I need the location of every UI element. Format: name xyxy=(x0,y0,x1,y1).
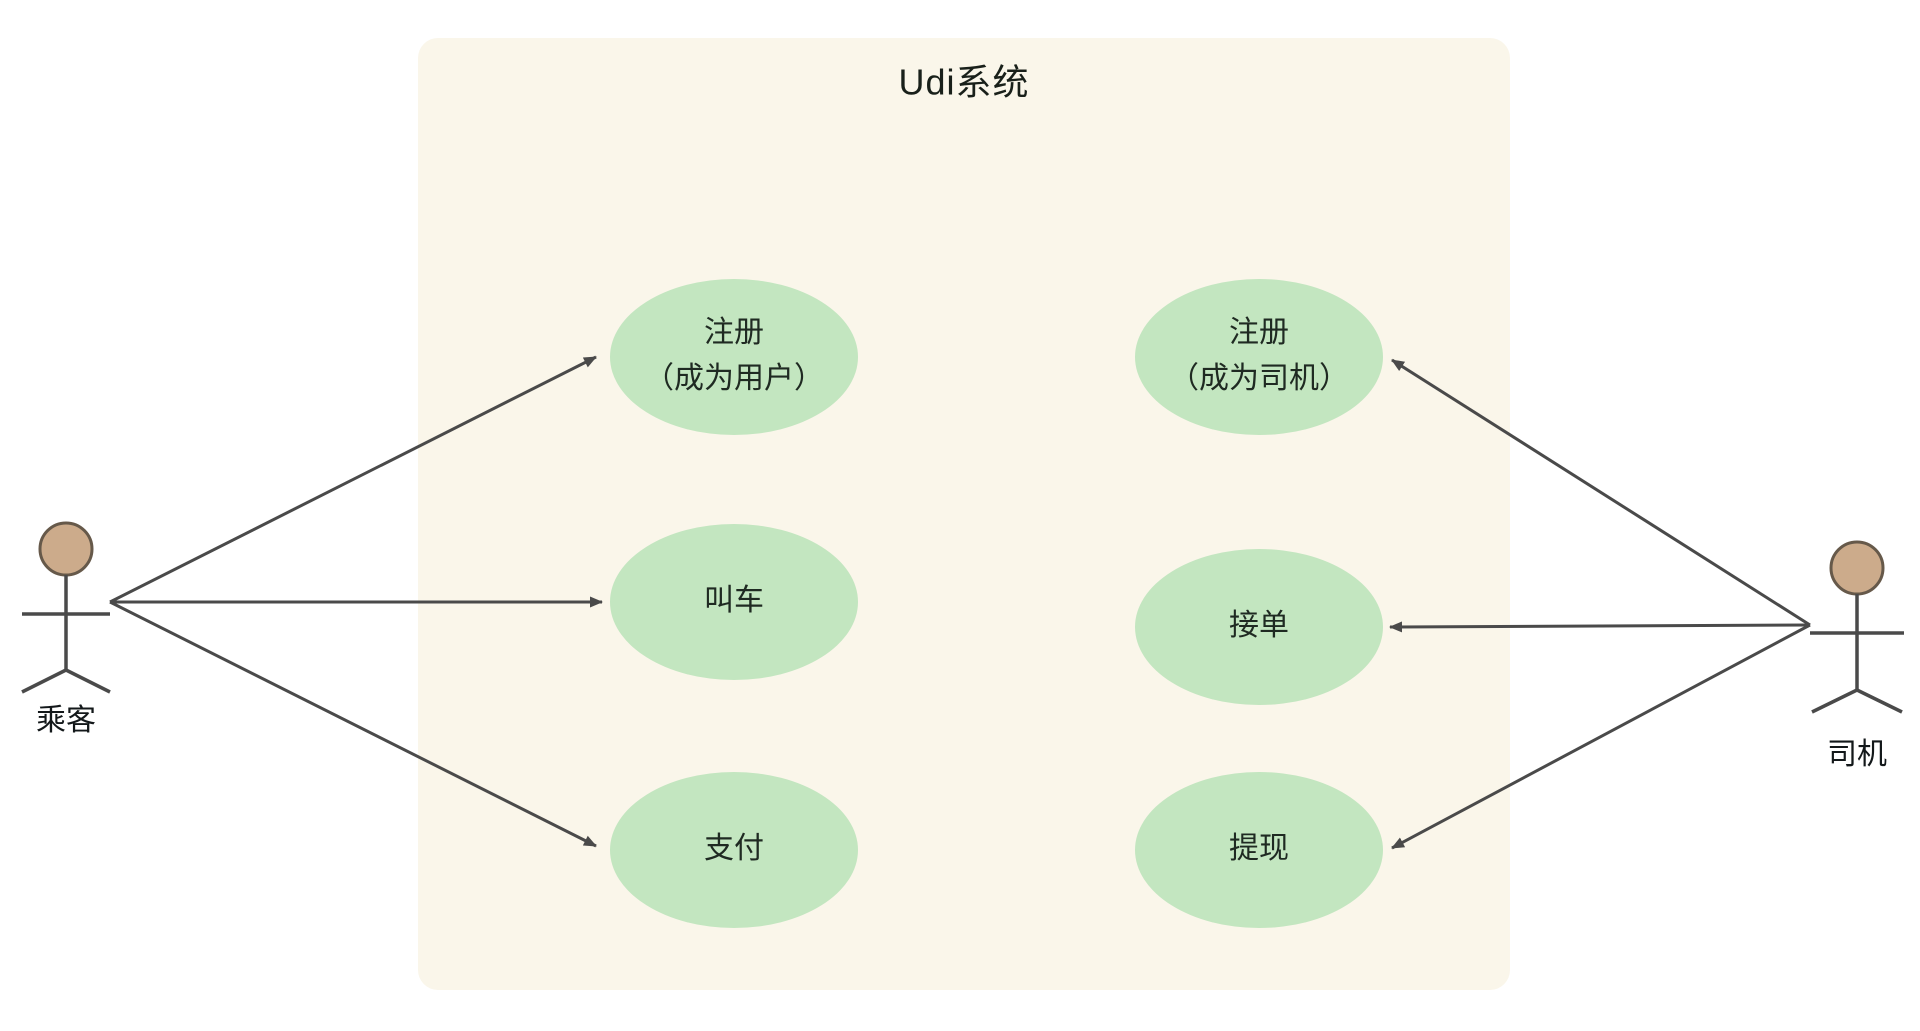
usecase-register-driver[interactable]: 注册 （成为司机） xyxy=(1135,279,1383,435)
association-passenger-to-pay xyxy=(109,600,597,848)
actor-driver-leg-right xyxy=(1856,688,1903,714)
actor-passenger-leg-right xyxy=(65,668,111,694)
actor-driver-leg-left xyxy=(1811,688,1858,714)
usecase-withdraw[interactable]: 提现 xyxy=(1135,772,1383,928)
actor-passenger-leg-left xyxy=(21,668,67,694)
usecase-accept-order-label-line-0: 接单 xyxy=(1229,609,1289,642)
usecase-register-driver-shape xyxy=(1135,279,1383,435)
association-driver-to-withdraw xyxy=(1391,623,1811,850)
usecase-register-driver-label-line-0: 注册 xyxy=(1229,316,1289,349)
actor-driver[interactable]: 司机 xyxy=(1810,540,1904,771)
association-driver-to-accept-order xyxy=(1389,621,1811,633)
system-boundary-box xyxy=(418,38,1510,990)
actor-driver-label: 司机 xyxy=(1827,738,1887,771)
usecase-register-user-label-line-1: （成为用户） xyxy=(644,362,824,395)
actor-passenger[interactable]: 乘客 xyxy=(21,521,111,737)
system-boundary: Udi系统 xyxy=(418,38,1510,990)
usecase-pay-shape xyxy=(610,772,858,928)
association-passenger-to-register-user xyxy=(109,355,597,604)
usecase-pay[interactable]: 支付 xyxy=(610,772,858,928)
usecase-accept-order[interactable]: 接单 xyxy=(1135,549,1383,705)
usecase-withdraw-label-line-0: 提现 xyxy=(1229,832,1289,865)
actor-driver-head-icon xyxy=(1829,540,1885,596)
usecase-call-car-label-line-0: 叫车 xyxy=(704,584,764,617)
usecase-register-driver-label-line-1: （成为司机） xyxy=(1169,362,1349,395)
usecase-accept-order-shape xyxy=(1135,549,1383,705)
actor-passenger-label: 乘客 xyxy=(36,704,96,737)
actor-passenger-head-icon xyxy=(38,521,94,577)
associations-layer xyxy=(109,355,1811,850)
usecase-register-user-label-line-0: 注册 xyxy=(704,316,764,349)
association-driver-to-register-driver xyxy=(1391,358,1811,627)
usecase-register-user[interactable]: 注册 （成为用户） xyxy=(610,279,858,435)
usecase-call-car-shape xyxy=(610,524,858,680)
usecase-register-user-shape xyxy=(610,279,858,435)
usecase-withdraw-shape xyxy=(1135,772,1383,928)
system-title: Udi系统 xyxy=(898,62,1029,103)
usecase-pay-label-line-0: 支付 xyxy=(704,832,764,865)
usecase-call-car[interactable]: 叫车 xyxy=(610,524,858,680)
